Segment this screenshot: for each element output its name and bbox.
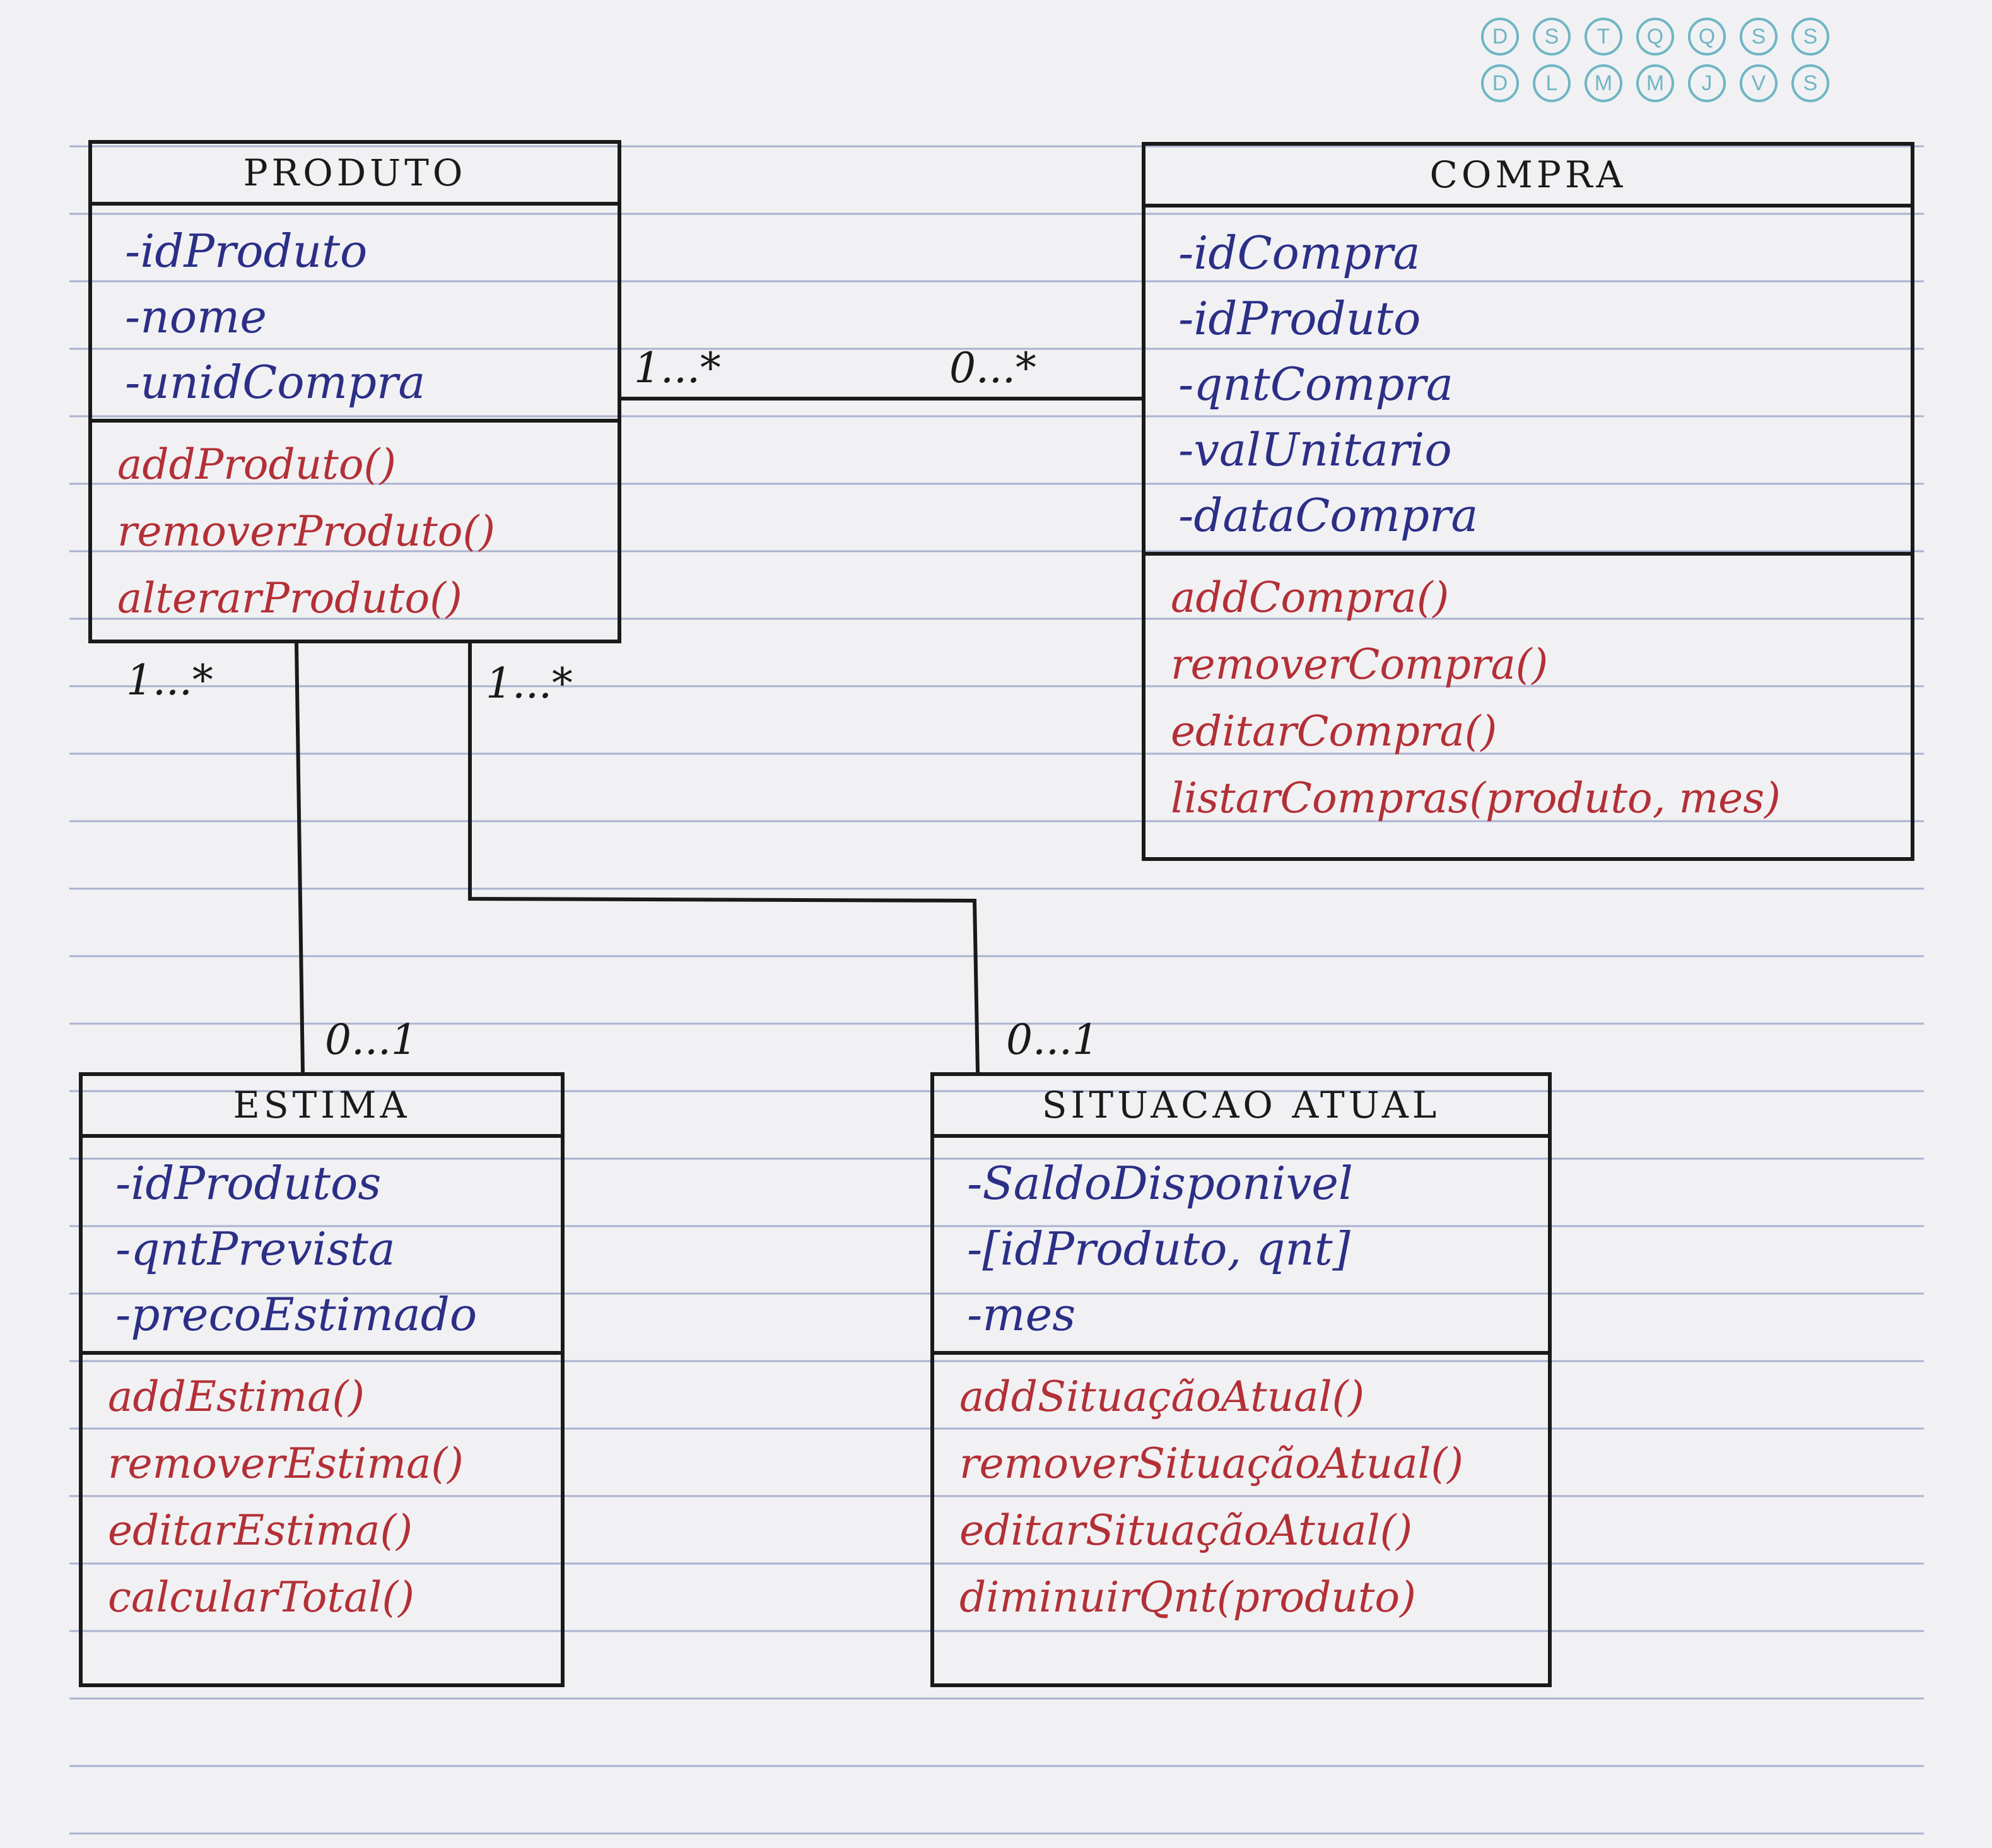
method: listarCompras(produto, mes): [1171, 774, 1781, 822]
attribute: -[idProduto, qnt]: [967, 1222, 1350, 1275]
class-methods: addEstima() removerEstima() editarEstima…: [83, 1355, 561, 1631]
method: editarEstima(): [108, 1506, 413, 1555]
link-produto-situacao: [468, 643, 980, 1073]
attribute: -SaldoDisponivel: [967, 1157, 1353, 1210]
link-produto-estima: [295, 643, 305, 1073]
day-circle: S: [1533, 18, 1571, 56]
attribute: -idProduto: [125, 225, 368, 278]
day-circle: S: [1791, 18, 1829, 56]
attribute: -dataCompra: [1178, 489, 1479, 542]
attribute: -mes: [967, 1288, 1076, 1341]
attribute: -qntPrevista: [115, 1222, 395, 1275]
day-circle: S: [1740, 18, 1778, 56]
class-attributes: -SaldoDisponivel -[idProduto, qnt] -mes: [934, 1138, 1548, 1355]
day-circle: Q: [1636, 18, 1674, 56]
attribute: -idCompra: [1178, 226, 1421, 279]
day-circle: D: [1481, 64, 1519, 102]
method: removerProduto(): [117, 507, 496, 556]
class-compra[interactable]: COMPRA -idCompra -idProduto -qntCompra -…: [1142, 142, 1914, 861]
method: alterarProduto(): [117, 574, 462, 623]
class-title: SITUACAO ATUAL: [934, 1076, 1548, 1138]
day-circle: S: [1791, 64, 1829, 102]
day-circle: D: [1481, 18, 1519, 56]
day-circle: T: [1585, 18, 1622, 56]
class-methods: addCompra() removerCompra() editarCompra…: [1145, 556, 1911, 832]
mult-produto-estima-produto-end: 1...*: [126, 656, 213, 705]
mult-produto-situacao-produto-end: 1...*: [486, 659, 573, 708]
class-methods: addProduto() removerProduto() alterarPro…: [92, 423, 618, 632]
day-circle: V: [1740, 64, 1778, 102]
attribute: -valUnitario: [1178, 423, 1452, 476]
class-estima[interactable]: ESTIMA -idProdutos -qntPrevista -precoEs…: [79, 1072, 565, 1687]
day-circle: Q: [1688, 18, 1726, 56]
class-title: ESTIMA: [83, 1076, 561, 1138]
weekday-row-top: D S T Q Q S S: [1481, 18, 1885, 56]
method: addCompra(): [1171, 573, 1450, 622]
class-title: PRODUTO: [92, 144, 618, 206]
method: editarCompra(): [1171, 707, 1497, 756]
method: addProduto(): [117, 440, 397, 489]
class-title: COMPRA: [1145, 146, 1911, 208]
method: diminuirQnt(produto): [959, 1573, 1416, 1622]
day-circle: J: [1688, 64, 1726, 102]
method: removerCompra(): [1171, 640, 1549, 689]
method: removerEstima(): [108, 1439, 464, 1488]
method: calcularTotal(): [108, 1573, 415, 1622]
method: addEstima(): [108, 1372, 365, 1421]
attribute: -precoEstimado: [115, 1288, 477, 1341]
mult-produto-compra-produto-end: 1...*: [634, 344, 721, 392]
mult-produto-compra-compra-end: 0...*: [949, 344, 1036, 392]
day-circle: M: [1585, 64, 1622, 102]
attribute: -idProdutos: [115, 1157, 382, 1210]
attribute: -unidCompra: [125, 356, 426, 409]
mult-produto-situacao-situacao-end: 0...1: [1006, 1015, 1099, 1064]
class-attributes: -idCompra -idProduto -qntCompra -valUnit…: [1145, 208, 1911, 556]
class-situacao-atual[interactable]: SITUACAO ATUAL -SaldoDisponivel -[idProd…: [930, 1072, 1552, 1687]
class-attributes: -idProduto -nome -unidCompra: [92, 206, 618, 423]
day-circle: M: [1636, 64, 1674, 102]
class-attributes: -idProdutos -qntPrevista -precoEstimado: [83, 1138, 561, 1355]
mult-produto-estima-estima-end: 0...1: [325, 1015, 418, 1064]
weekday-marks: D S T Q Q S S D L M M J V S: [1481, 18, 1885, 111]
class-produto[interactable]: PRODUTO -idProduto -nome -unidCompra add…: [88, 140, 621, 643]
day-circle: L: [1533, 64, 1571, 102]
method: editarSituaçãoAtual(): [959, 1506, 1413, 1555]
method: addSituaçãoAtual(): [959, 1372, 1365, 1421]
weekday-row-bottom: D L M M J V S: [1481, 64, 1885, 102]
attribute: -qntCompra: [1178, 358, 1453, 411]
attribute: -nome: [125, 290, 267, 343]
class-methods: addSituaçãoAtual() removerSituaçãoAtual(…: [934, 1355, 1548, 1631]
method: removerSituaçãoAtual(): [959, 1439, 1464, 1488]
attribute: -idProduto: [1178, 292, 1421, 345]
